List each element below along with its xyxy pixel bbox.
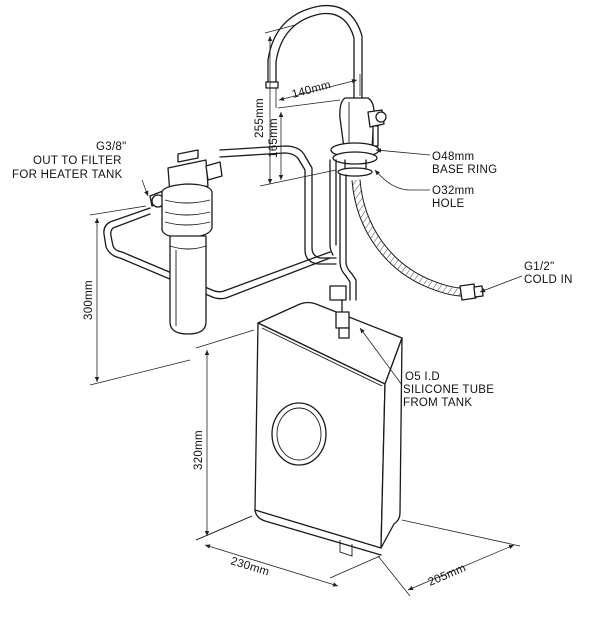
g38-label-line2: OUT TO FILTER [33, 155, 122, 167]
dim-165mm: 165mm [268, 118, 280, 158]
o32-label-line1: O32mm [432, 185, 474, 197]
tap-faucet [265, 4, 387, 339]
dim-140mm: 140mm [291, 79, 333, 101]
o5-label-line2: SILICONE TUBE [403, 384, 494, 396]
o48-label-line1: O48mm [432, 151, 474, 163]
dim-320mm: 320mm [193, 430, 205, 470]
callout-leaders [141, 148, 523, 386]
braided-hose [351, 179, 484, 301]
o32-label-line2: HOLE [432, 198, 465, 210]
g12-label-line2: COLD IN [524, 274, 573, 286]
o5-label-line1: O5 I.D [405, 371, 440, 383]
heater-tank [254, 301, 403, 557]
g38-label-line1: G3/8" [96, 141, 127, 153]
dim-300mm: 300mm [83, 280, 95, 320]
dimension-lines [89, 24, 521, 597]
dim-255mm: 255mm [254, 98, 266, 138]
tank-dial-icon [271, 402, 327, 466]
o48-label-line2: BASE RING [432, 164, 497, 176]
dim-205mm: 205mm [426, 562, 467, 589]
water-filter [103, 145, 337, 335]
callout-labels: G3/8" OUT TO FILTER FOR HEATER TANK O48m… [12, 141, 573, 409]
g38-label-line3: FOR HEATER TANK [12, 169, 123, 181]
g12-label-line1: G1/2" [524, 261, 555, 273]
o5-label-line3: FROM TANK [403, 397, 472, 409]
